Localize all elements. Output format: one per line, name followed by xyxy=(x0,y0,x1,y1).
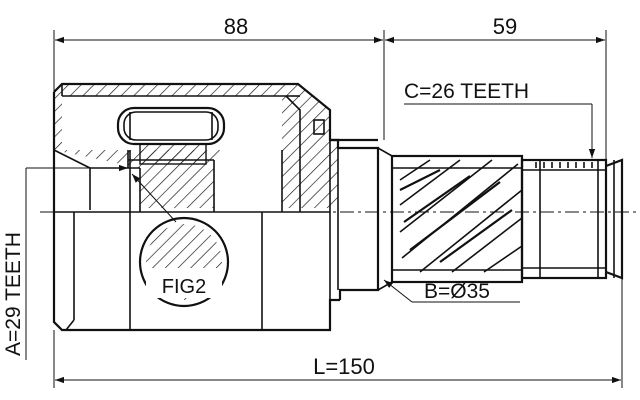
seal-diameter-label: B=Ø35 xyxy=(424,280,490,303)
callout-seal-diameter: B=Ø35 xyxy=(383,279,520,303)
callout-inner-spline: A=29 TEETH xyxy=(2,164,128,360)
fig2-detail: FIG2 xyxy=(131,173,230,308)
tripod-roller xyxy=(116,106,226,168)
housing-length-label: 88 xyxy=(224,14,248,39)
neck xyxy=(330,138,393,300)
outer-spline-label: C=26 TEETH xyxy=(404,80,529,103)
inner-spline-label: A=29 TEETH xyxy=(2,232,25,356)
callout-outer-spline: C=26 TEETH xyxy=(404,80,596,158)
fig2-leader xyxy=(131,173,177,223)
overall-length-label: L=150 xyxy=(313,354,375,379)
bottom-dimension: L=150 xyxy=(53,278,623,388)
shaft-length-label: 59 xyxy=(493,14,517,39)
top-dimension: 88 59 xyxy=(53,14,607,160)
fig2-label: FIG2 xyxy=(162,276,206,298)
splined-shaft xyxy=(390,154,624,284)
